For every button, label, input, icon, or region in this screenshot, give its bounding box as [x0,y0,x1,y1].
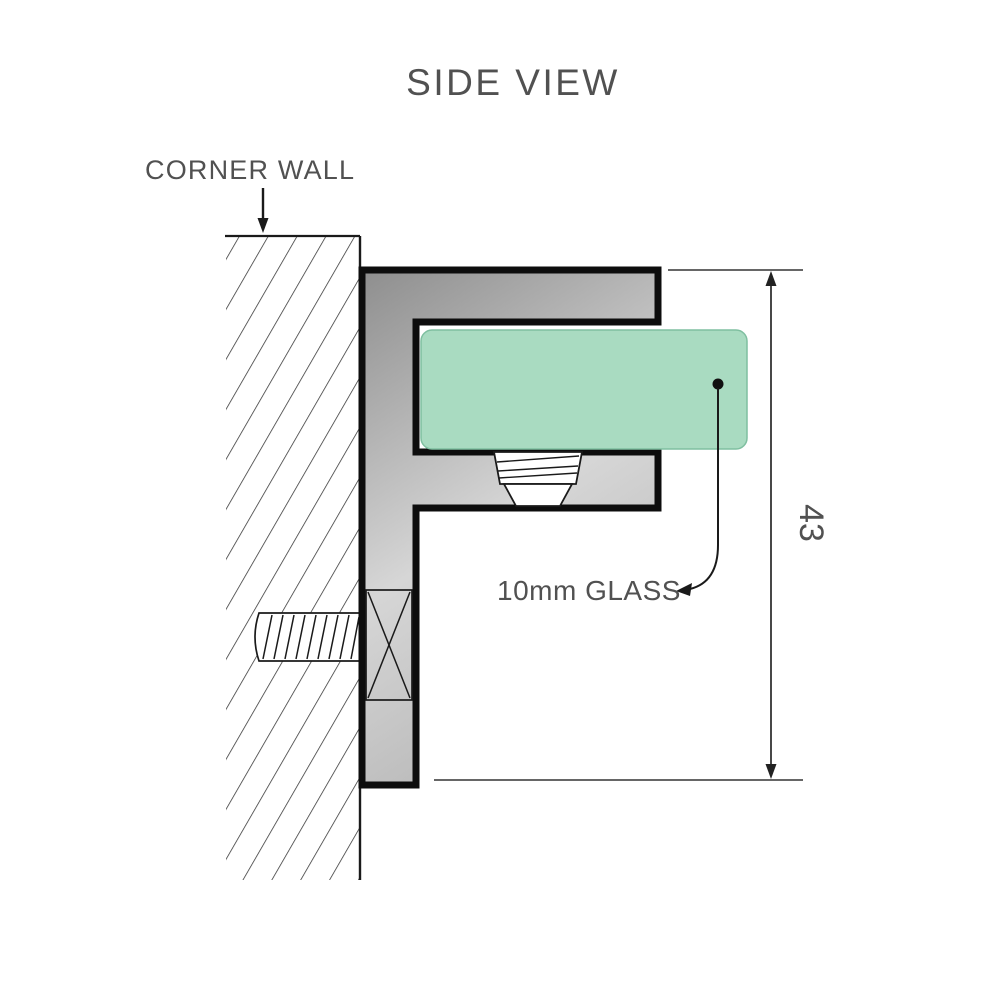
glass-callout: 10mm GLASS [497,378,724,606]
screw-head-cross-2 [367,591,411,699]
glass-leader-arrowhead [676,583,692,596]
glass-leader-dot [712,378,724,390]
grub-screw-thread-line-3 [498,472,578,479]
corner-wall-arrow [257,188,269,233]
fixing-screw [254,612,361,662]
glass-panel [420,329,748,450]
screw-head [365,589,413,701]
dimension-43: 43 [434,269,830,781]
screw-head-body [365,589,413,701]
wall-hatching [226,237,359,880]
glass-leader-line [689,388,719,590]
corner-wall-arrowhead [257,218,269,233]
clamp-bracket [358,266,662,789]
screw-threads [262,614,360,660]
grub-screw-thread-line-1 [496,455,580,463]
dimension-value: 43 [792,504,830,542]
glass-label: 10mm GLASS [497,575,681,606]
grub-screw [492,451,584,507]
dimension-arrow-top [765,271,777,286]
corner-wall-label: CORNER WALL [145,155,355,185]
page-title: SIDE VIEW [406,62,620,103]
grub-screw-thread-line-2 [497,465,579,472]
dimension-arrow-bottom [765,764,777,779]
grub-screw-cup [502,483,574,507]
